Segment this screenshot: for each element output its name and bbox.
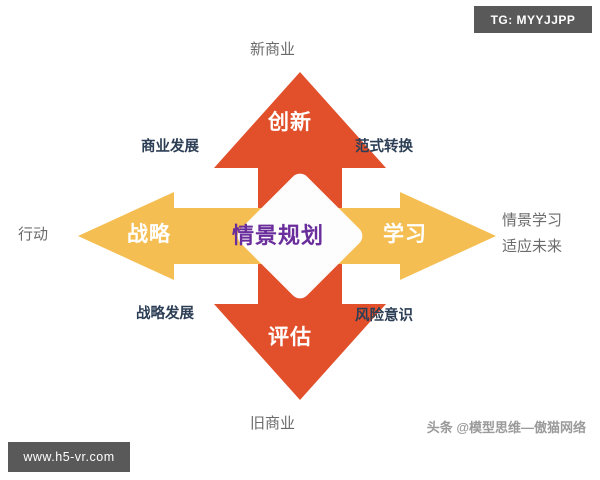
right-arrow-shape xyxy=(294,192,496,280)
quadrant-label-top-right: 范式转换 xyxy=(355,139,413,155)
outer-label-bottom: 旧商业 xyxy=(250,415,296,432)
left-arrow-shape xyxy=(78,192,306,280)
center-label: 情景规划 xyxy=(232,223,325,248)
up-arrow-label: 创新 xyxy=(268,111,312,134)
left-arrow-label: 战略 xyxy=(127,223,171,246)
telegram-watermark-badge: TG: MYYJJPP xyxy=(474,6,592,33)
outer-label-right-line2: 适应未来 xyxy=(502,238,563,255)
website-watermark-badge: www.h5-vr.com xyxy=(8,442,130,472)
quadrant-label-bottom-right: 风险意识 xyxy=(355,308,413,324)
quadrant-label-top-left: 商业发展 xyxy=(141,139,199,155)
center-diamond-shape xyxy=(237,173,363,299)
down-arrow-label: 评估 xyxy=(268,326,312,349)
quadrant-label-bottom-left: 战略发展 xyxy=(136,306,194,322)
right-arrow-label: 学习 xyxy=(383,223,427,246)
author-watermark: 头条 @模型思维—傲猫网络 xyxy=(426,420,586,435)
outer-label-left: 行动 xyxy=(18,226,49,243)
outer-label-right-line1: 情景学习 xyxy=(502,212,563,229)
outer-label-top: 新商业 xyxy=(250,41,296,58)
